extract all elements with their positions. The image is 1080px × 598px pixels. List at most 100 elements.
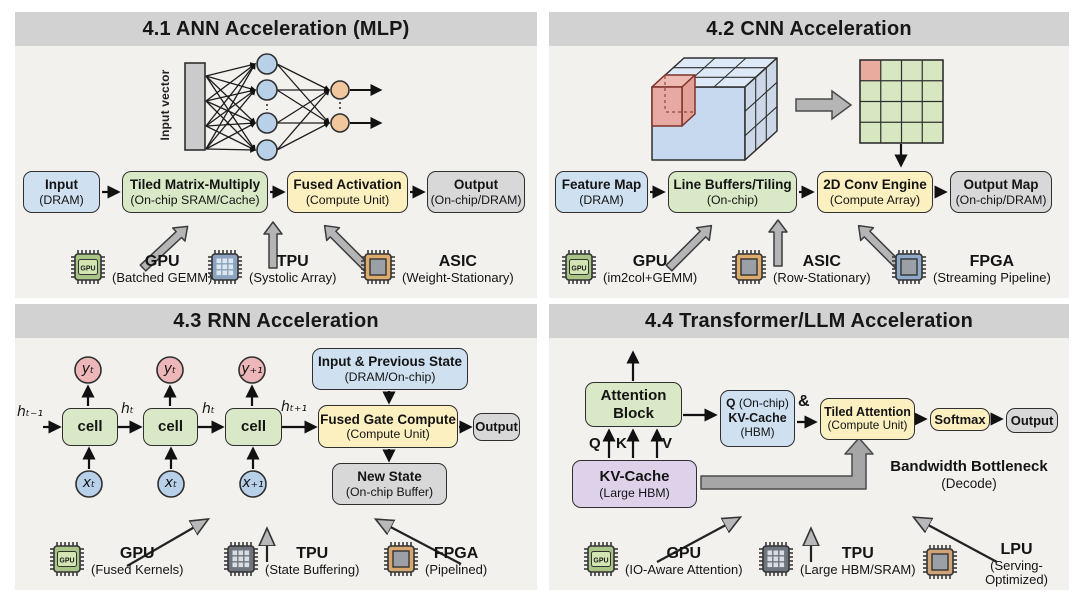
feature-map-cube <box>651 57 778 161</box>
rnn-unrolled-diagram <box>43 356 473 567</box>
panel-title: 4.2 CNN Acceleration <box>549 12 1069 46</box>
input-to-hidden-connections <box>205 62 257 153</box>
ampersand-label: & <box>798 393 810 410</box>
fpga-chip-icon <box>383 541 419 582</box>
kernel-hidden-edges <box>664 76 693 113</box>
box-new-state: New State (On-chip Buffer) <box>332 463 447 505</box>
chip-entry-tpu: TPU (State Buffering) <box>223 541 359 582</box>
box-tiled-attention: Tiled Attention (Compute Unit) <box>820 398 915 440</box>
panel-body: cell cell cell yₜ yₜ y₊₁ xₜ xₜ x₊₁ hₜ₋₁ … <box>15 338 537 590</box>
label-y-t: yₜ <box>163 361 177 377</box>
chip-entry-asic: ASIC (Weight-Stationary) <box>360 249 514 290</box>
box-attention-block: Attention Block <box>585 382 682 427</box>
label-x-next: x₊₁ <box>242 475 264 491</box>
chip-entry-gpu: GPU GPU (Batched GEMM) <box>70 249 212 290</box>
panel-41-ann: 4.1 ANN Acceleration (MLP) <box>15 12 537 298</box>
gpu-chip-icon: GPU <box>49 541 85 582</box>
box-input-dram: Input (DRAM) <box>23 171 100 213</box>
rnn-cell-3: cell <box>225 408 282 446</box>
box-output-dram: Output (On-chip/DRAM) <box>427 171 525 213</box>
y-output-circles <box>74 356 266 384</box>
tpu-chip-icon <box>223 541 259 582</box>
tpu-chip-icon <box>758 541 794 582</box>
box-kv-cache-hbm: KV-Cache (Large HBM) <box>572 460 697 508</box>
label-x-t: xₜ <box>82 475 96 491</box>
box-line-buffers: Line Buffers/Tiling (On-chip) <box>668 171 797 213</box>
box-tiled-matrix-multiply: Tiled Matrix-Multiply (On-chip SRAM/Cach… <box>122 171 268 213</box>
chip-entry-fpga: FPGA (Pipelined) <box>383 541 487 582</box>
panel-43-rnn: 4.3 RNN Acceleration <box>15 304 537 590</box>
box-output: Output <box>473 413 520 441</box>
fpga-chip-icon <box>891 249 927 290</box>
box-onchip-kv-cache: Q (On-chip) KV-Cache (HBM) <box>720 390 795 447</box>
output-layer-nodes <box>330 80 350 133</box>
panel-title: 4.1 ANN Acceleration (MLP) <box>15 12 537 46</box>
hidden-layer-nodes <box>256 53 278 161</box>
chip-entry-gpu: GPU GPU (Fused Kernels) <box>49 541 183 582</box>
asic-chip-icon <box>731 249 767 290</box>
chip-to-stage-arrows <box>656 519 998 563</box>
label-h-prev: hₜ₋₁ <box>17 404 44 420</box>
box-fused-gate-compute: Fused Gate Compute (Compute Unit) <box>318 405 458 448</box>
chip-entry-asic: ASIC (Row-Stationary) <box>731 249 871 290</box>
rnn-cell-2: cell <box>143 408 198 446</box>
chip-entry-tpu: TPU (Systolic Array) <box>207 249 336 290</box>
box-softmax: Softmax <box>930 408 990 431</box>
label-h-t: hₜ <box>121 401 135 417</box>
chip-entry-gpu: GPU GPU (IO-Aware Attention) <box>583 541 743 582</box>
chip-to-stage-arrows <box>665 219 905 272</box>
label-y-t: yₜ <box>81 361 95 377</box>
panel-42-cnn: 4.2 CNN Acceleration <box>549 12 1069 298</box>
llm-attention-diagram <box>602 350 1004 563</box>
gpu-chip-icon: GPU <box>70 249 106 290</box>
input-vector-label: Input vector <box>158 69 172 141</box>
label-h-t: hₜ <box>202 401 216 417</box>
gpu-chip-icon: GPU <box>561 249 597 290</box>
chip-entry-lpu: LPU (Serving-Optimized) <box>922 541 1069 588</box>
recurrence-arrows <box>43 384 473 469</box>
box-2d-conv-engine: 2D Conv Engine (Compute Array) <box>817 171 933 213</box>
box-input-previous-state: Input & Previous State (DRAM/On-chip) <box>312 348 468 390</box>
bandwidth-bottleneck-label: Bandwidth Bottleneck (Decode) <box>890 458 1048 491</box>
label-x-t: xₜ <box>164 475 178 491</box>
ann-mlp-diagram <box>102 53 426 272</box>
network-output-arrows <box>350 84 383 129</box>
panel-44-llm: 4.4 Transformer/LLM Acceleration <box>549 304 1069 590</box>
chip-entry-gpu: GPU GPU (im2col+GEMM) <box>561 249 697 290</box>
x-input-circles <box>75 470 267 498</box>
svg-text:GPU: GPU <box>80 266 95 273</box>
label-k: K <box>616 435 627 452</box>
box-fused-activation: Fused Activation (Compute Unit) <box>287 171 408 213</box>
label-v: V <box>662 435 673 452</box>
box-output-map: Output Map (On-chip/DRAM) <box>950 171 1052 213</box>
box-feature-map: Feature Map (DRAM) <box>555 171 648 213</box>
kernel-cube <box>651 74 696 127</box>
panel-title: 4.3 RNN Acceleration <box>15 304 537 338</box>
rnn-cell-1: cell <box>62 408 118 446</box>
chip-to-stage-arrows <box>126 521 462 567</box>
lpu-chip-icon <box>922 544 958 585</box>
panel-title: 4.4 Transformer/LLM Acceleration <box>549 304 1069 338</box>
label-q: Q <box>589 435 601 452</box>
flow-arrows <box>602 350 1004 458</box>
panel-body: Feature Map (DRAM) Line Buffers/Tiling (… <box>549 46 1069 298</box>
panel-body: Attention Block Q K V KV-Cache (Large HB… <box>549 338 1069 590</box>
chip-entry-tpu: TPU (Large HBM/SRAM) <box>758 541 916 582</box>
label-h-next: hₜ₊₁ <box>281 399 308 415</box>
bandwidth-bottleneck-arrow <box>700 437 874 490</box>
asic-chip-icon <box>360 249 396 290</box>
chip-to-stage-arrows <box>139 221 371 272</box>
output-feature-grid <box>859 59 944 144</box>
gpu-chip-icon: GPU <box>583 541 619 582</box>
box-output: Output <box>1006 408 1058 433</box>
svg-text:GPU: GPU <box>593 558 608 565</box>
svg-text:GPU: GPU <box>571 266 586 273</box>
tpu-chip-icon <box>207 249 243 290</box>
svg-text:GPU: GPU <box>59 558 74 565</box>
chip-entry-fpga: FPGA (Streaming Pipeline) <box>891 249 1051 290</box>
hidden-to-output-connections <box>276 63 331 151</box>
input-vector-bar <box>184 62 206 151</box>
label-y-next: y₊₁ <box>241 361 263 377</box>
cnn-conv-diagram <box>650 57 948 272</box>
